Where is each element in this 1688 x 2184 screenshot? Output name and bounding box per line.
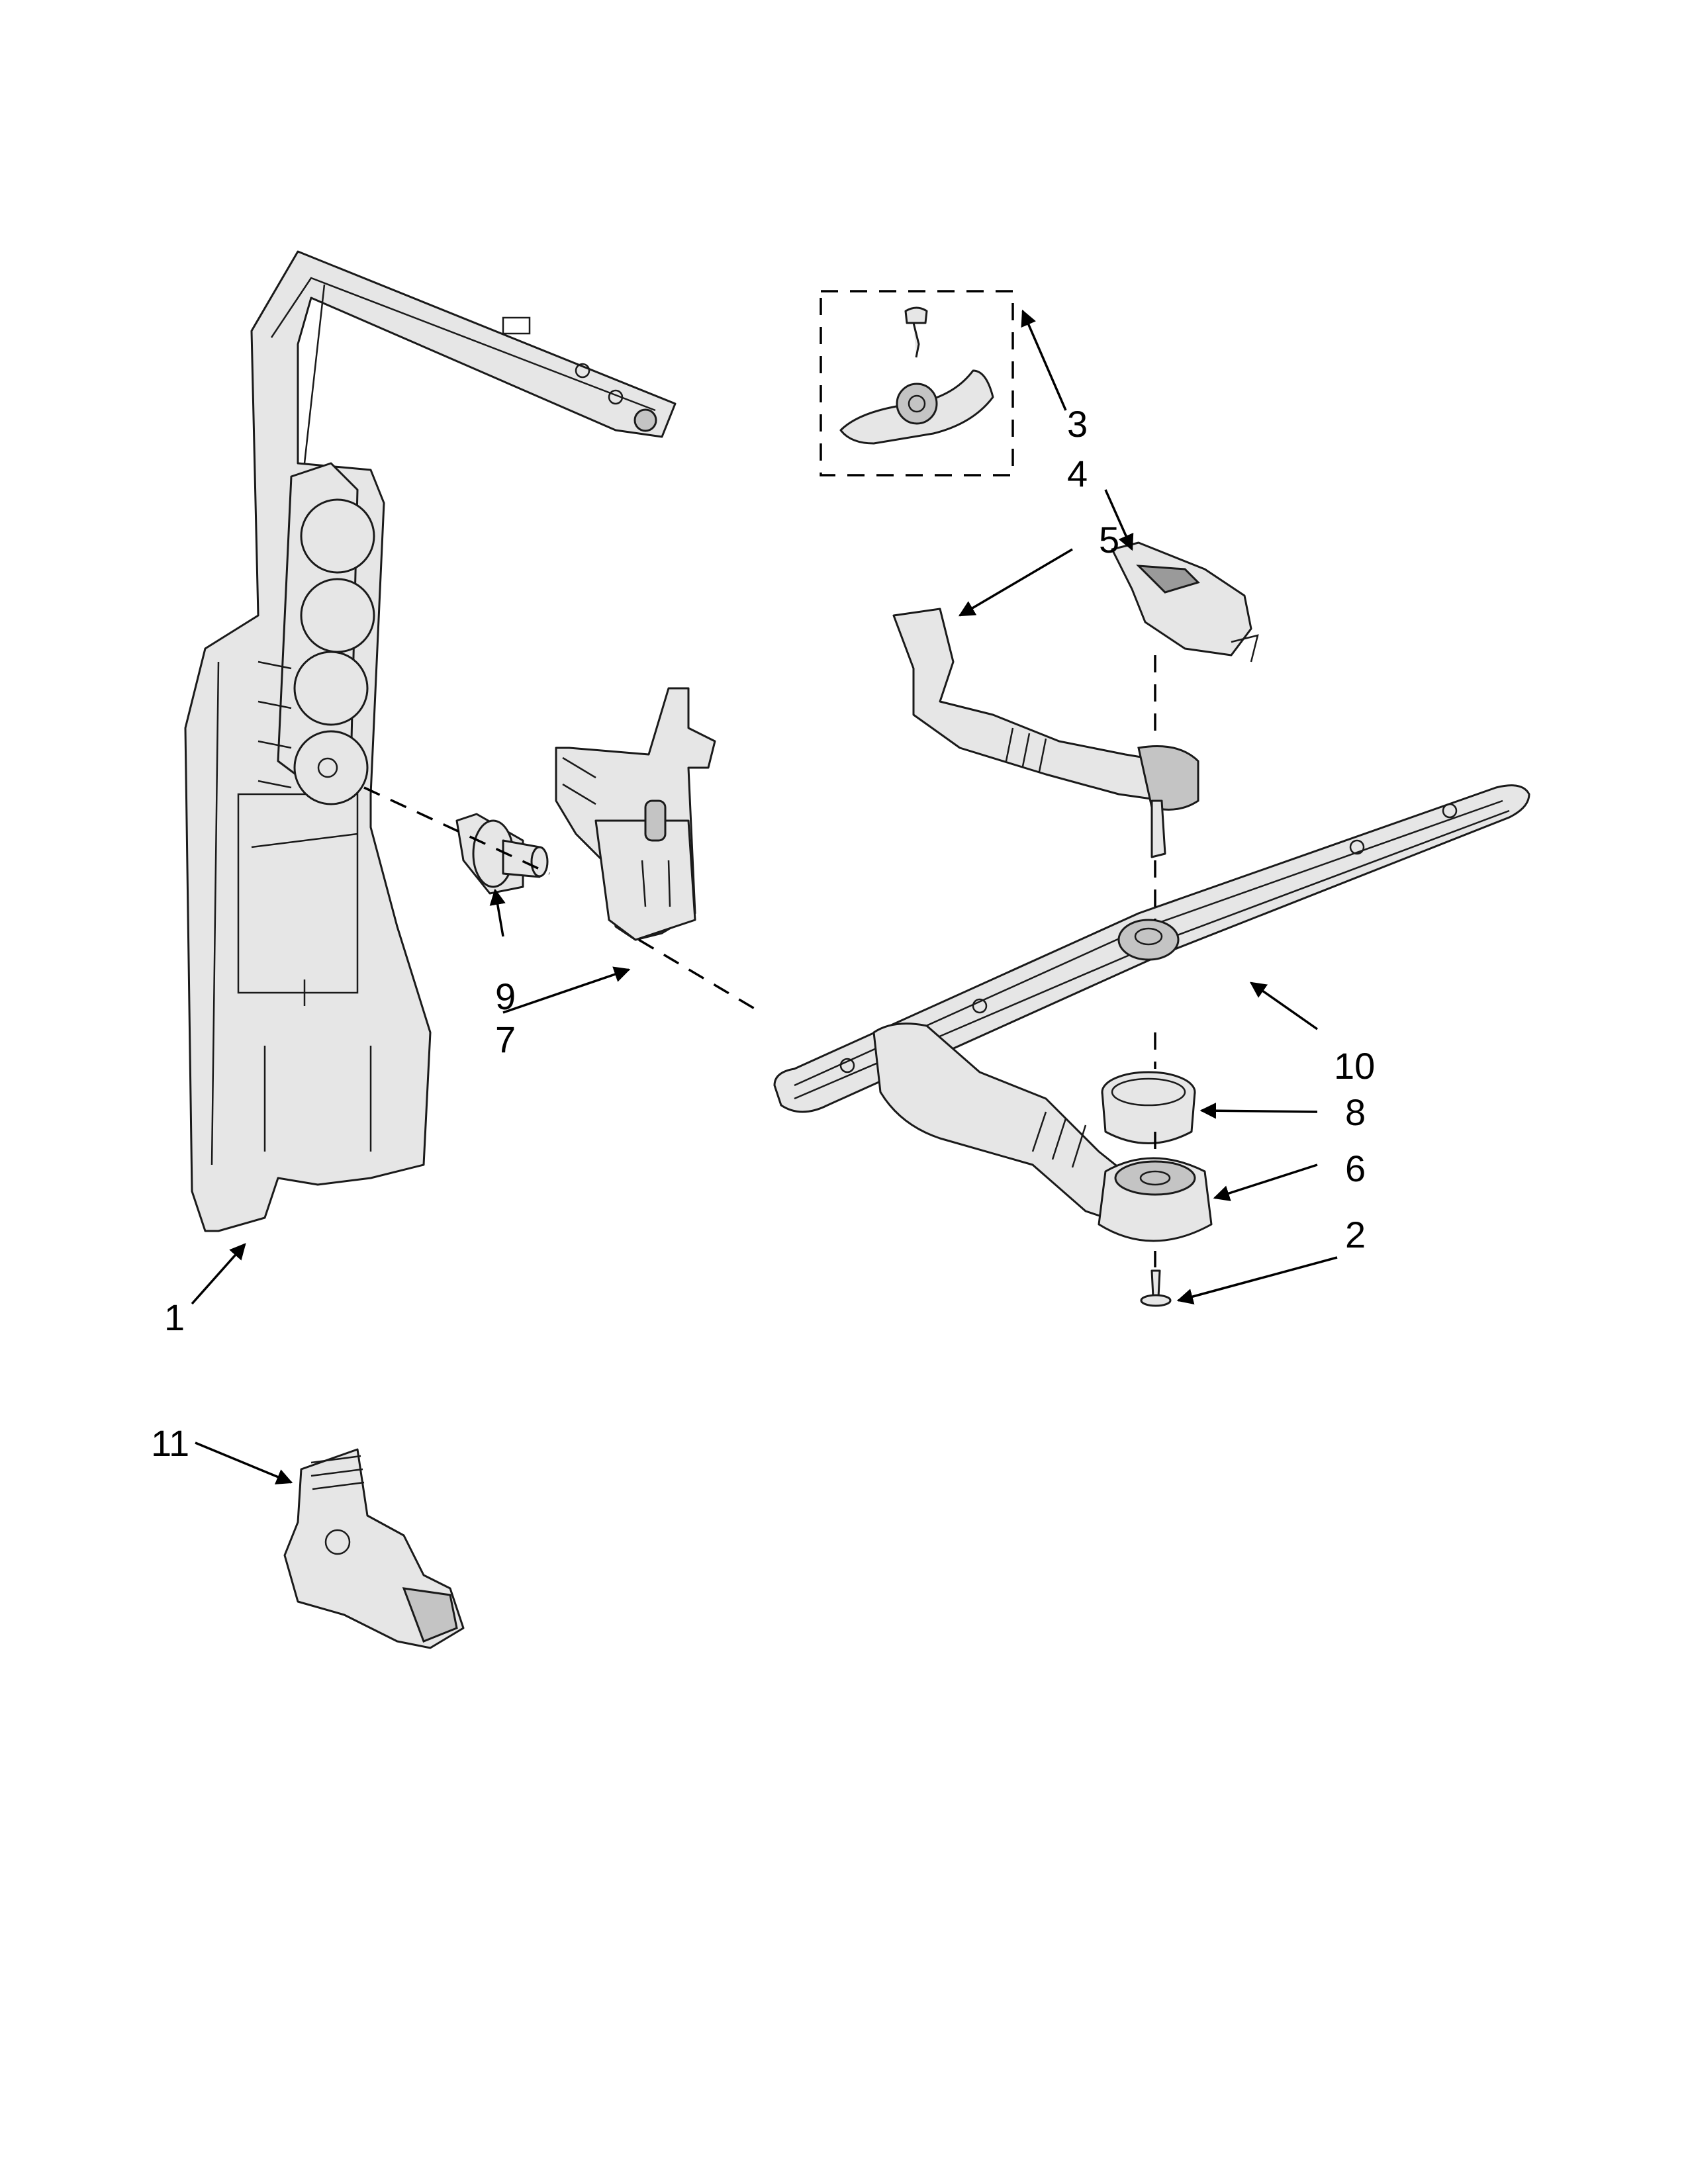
callout-11: 11 [151, 1422, 189, 1464]
callout-3: 3 [1067, 403, 1088, 445]
part-9-diverter [455, 813, 549, 895]
part-2-screw [1140, 1269, 1172, 1307]
callout-9: 9 [495, 976, 516, 1017]
callout-1: 1 [164, 1297, 185, 1338]
callout-8: 8 [1345, 1091, 1366, 1133]
part-6-hub [1098, 1157, 1213, 1242]
part-11-connector [283, 1448, 465, 1649]
part-5-conduit [892, 608, 1199, 858]
callout-4: 4 [1067, 453, 1088, 494]
part-1-manifold [184, 250, 677, 1232]
callout-5: 5 [1099, 519, 1119, 561]
part-4-clip [1111, 541, 1259, 662]
callout-10: 10 [1334, 1045, 1375, 1087]
part-8-seal-ring [1101, 1071, 1196, 1144]
callout-2: 2 [1345, 1214, 1366, 1255]
part-7-bracket [555, 687, 716, 941]
lower-conduit [872, 1023, 1133, 1226]
alignment-lines [363, 655, 1156, 1267]
part-3-cap-assembly [820, 290, 1014, 477]
callout-7: 7 [495, 1019, 516, 1060]
leader-arrows [191, 309, 1338, 1484]
callout-6: 6 [1345, 1148, 1366, 1189]
